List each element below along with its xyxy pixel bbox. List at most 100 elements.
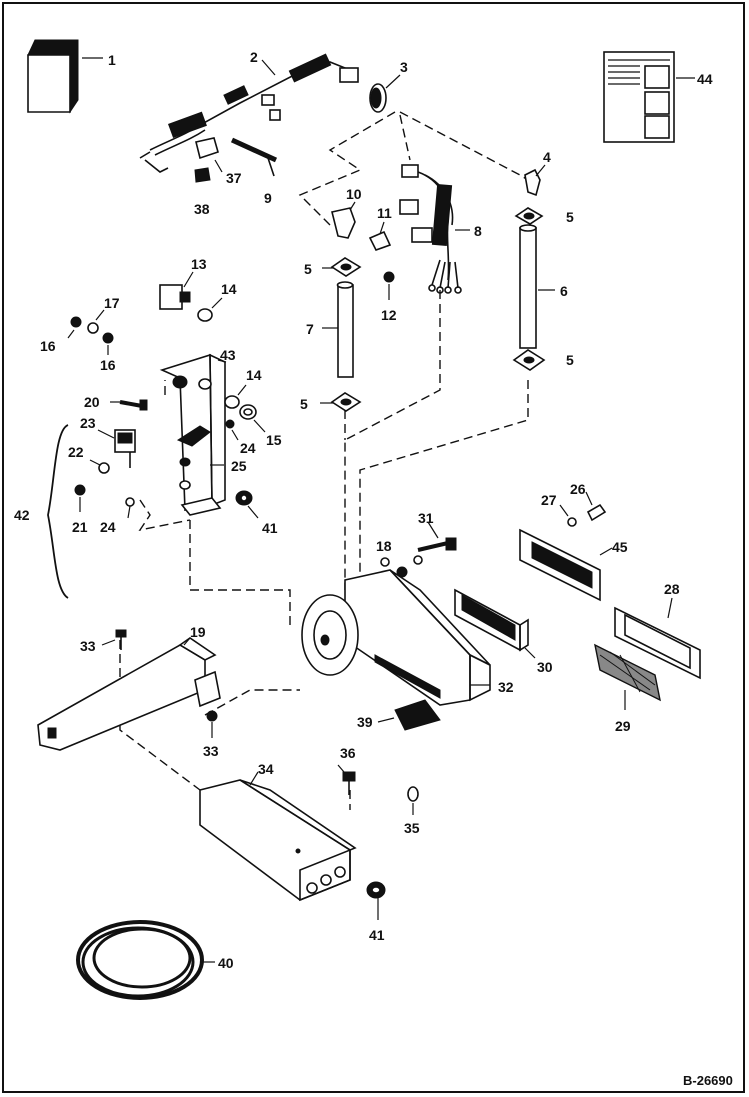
callout-31: 31: [418, 510, 434, 526]
part-39-foam-pad: [377, 699, 441, 731]
part-20-bolt: [110, 399, 148, 411]
callout-34: 34: [258, 761, 274, 777]
routing-lines: [119, 111, 529, 810]
part-4-elbow: [524, 164, 546, 197]
callout-12: 12: [381, 307, 397, 323]
callout-27: 27: [541, 492, 557, 508]
callout-37: 37: [226, 170, 242, 186]
drawing-number: B-26690: [683, 1073, 733, 1088]
callout-24-b: 24: [100, 519, 116, 535]
callout-1: 1: [108, 52, 116, 68]
callout-45: 45: [612, 539, 628, 555]
part-22-washer: [89, 459, 110, 474]
part-5-flange-lower-right: [512, 349, 546, 371]
part-27-washer: [559, 504, 577, 527]
part-29-screen: [594, 643, 661, 710]
part-44-decal: [603, 51, 695, 143]
part-42-brace: [47, 424, 69, 599]
part-9-cable-tie: [230, 137, 278, 177]
part-38-clip: [194, 167, 211, 183]
callout-44: 44: [697, 71, 713, 87]
callout-22: 22: [68, 444, 84, 460]
callout-16-a: 16: [40, 338, 56, 354]
part-19-support: [37, 637, 221, 751]
callout-24-a: 24: [240, 440, 256, 456]
part-11-fitting: [368, 221, 392, 251]
callout-3: 3: [400, 59, 408, 75]
part-26-screw: [585, 491, 607, 522]
part-16-nut-upper: [67, 316, 82, 339]
part-1-manual: [27, 39, 103, 114]
callout-6: 6: [560, 283, 568, 299]
part-45-grill: [519, 528, 613, 602]
callout-2: 2: [250, 49, 258, 65]
part-33-screw-upper: [101, 629, 127, 650]
callout-28: 28: [664, 581, 680, 597]
callout-5-c: 5: [300, 396, 308, 412]
part-5-flange-lower-center: [320, 392, 362, 412]
part-5-flange-upper-center: [322, 257, 362, 277]
callout-40: 40: [218, 955, 234, 971]
callout-labels: 1 2 3 4 5 5 5 5 6 7 8 9 10 11 12 13 14 1…: [14, 49, 713, 971]
part-7-tube: [322, 281, 354, 378]
callout-43: 43: [220, 347, 236, 363]
part-16-nut-lower: [102, 332, 114, 355]
part-3-grommet: [369, 74, 401, 113]
part-33-screw-lower: [206, 710, 218, 738]
callout-5-b: 5: [304, 261, 312, 277]
callout-29: 29: [615, 718, 631, 734]
part-18-fasteners: [380, 555, 423, 578]
part-14-nut-lower: [224, 384, 247, 409]
callout-14-a: 14: [221, 281, 237, 297]
callout-11: 11: [377, 205, 392, 221]
callout-5-a: 5: [566, 209, 574, 225]
callout-18: 18: [376, 538, 392, 554]
callout-8: 8: [474, 223, 482, 239]
part-36-screw: [337, 764, 356, 795]
callout-30: 30: [537, 659, 553, 675]
callout-21: 21: [72, 519, 88, 535]
callout-14-b: 14: [246, 367, 262, 383]
part-34-duct: [199, 771, 357, 902]
part-30-filter: [454, 588, 536, 659]
callout-35: 35: [404, 820, 420, 836]
part-10-valve: [331, 201, 356, 239]
part-15-grommet: [239, 404, 266, 433]
part-14-nut-upper: [197, 297, 223, 322]
part-40-hose: [76, 920, 215, 1000]
callout-26: 26: [570, 481, 586, 497]
callout-38: 38: [194, 201, 210, 217]
callout-41-b: 41: [369, 927, 385, 943]
callout-33-b: 33: [203, 743, 219, 759]
callout-33-a: 33: [80, 638, 96, 654]
part-31-bolt: [417, 521, 457, 552]
callout-42: 42: [14, 507, 30, 523]
part-6-tube: [519, 224, 555, 349]
callout-41-a: 41: [262, 520, 278, 536]
part-24-screw-upper: [225, 419, 239, 441]
part-8-harness: [399, 164, 470, 294]
part-32-heater-housing: [301, 569, 491, 706]
callout-9: 9: [264, 190, 272, 206]
callout-10: 10: [346, 186, 362, 202]
callout-5-d: 5: [566, 352, 574, 368]
part-28-frame: [614, 597, 701, 680]
callout-7: 7: [306, 321, 314, 337]
callout-23: 23: [80, 415, 96, 431]
callout-19: 19: [190, 624, 206, 640]
callout-16-b: 16: [100, 357, 116, 373]
part-23-relay: [97, 429, 136, 468]
callout-20: 20: [84, 394, 100, 410]
callout-39: 39: [357, 714, 373, 730]
callout-32: 32: [498, 679, 514, 695]
callout-17: 17: [104, 295, 120, 311]
part-41-grommet-upper: [235, 490, 259, 519]
callout-4: 4: [543, 149, 551, 165]
callout-25: 25: [231, 458, 247, 474]
part-41-grommet-lower: [366, 881, 386, 920]
callout-13: 13: [191, 256, 207, 272]
part-13-switch: [159, 271, 194, 310]
part-2-harness: [139, 53, 359, 173]
